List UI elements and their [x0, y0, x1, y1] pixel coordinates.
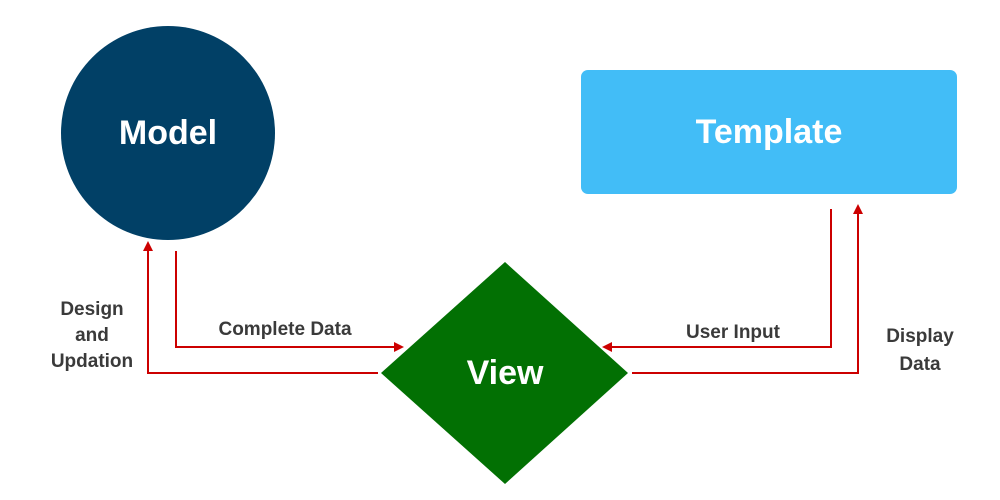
design-and-updation-line: Design: [60, 299, 124, 320]
template-label: Template: [695, 112, 843, 151]
model-label: Model: [118, 113, 218, 152]
design-and-updation-line: Updation: [50, 351, 134, 372]
design-and-updation-label: Design and Updation: [38, 297, 146, 375]
view-diamond: [381, 262, 628, 484]
arrow-design-and-updation: [143, 241, 378, 374]
display-data-line: Display: [886, 326, 954, 347]
arrow-user-input: [602, 209, 832, 352]
complete-data-label: Complete Data: [218, 319, 352, 340]
view-label: View: [466, 354, 544, 392]
arrow-complete-data: [175, 251, 404, 352]
user-input-label: User Input: [686, 322, 780, 343]
arrow-display-data: [632, 204, 863, 374]
display-data-line: Data: [899, 354, 941, 375]
design-and-updation-line: and: [75, 325, 109, 346]
template-node: Template: [581, 70, 957, 194]
model-node: Model: [61, 26, 275, 240]
display-data-label: Display Data: [872, 323, 968, 379]
